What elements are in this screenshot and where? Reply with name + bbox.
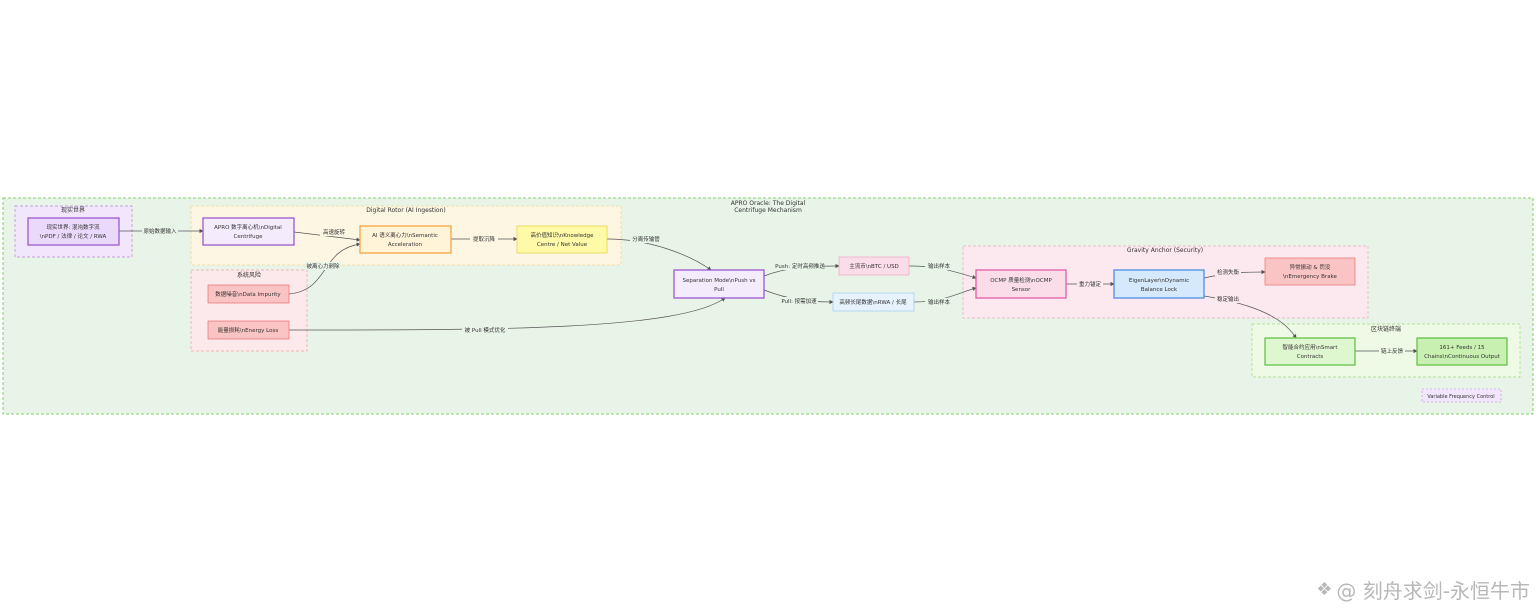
- group-anchor-label: Gravity Anchor (Security): [1127, 247, 1203, 254]
- node-feeds-line2: Chains\nContinuous Output: [1424, 354, 1501, 360]
- node-centrifuge-line2: Centrifuge: [234, 234, 264, 240]
- node-smart-line1: 智能合约应用\nSmart: [1283, 343, 1339, 351]
- node-semantic-line1: AI 语义离心力\nSemantic: [372, 231, 438, 239]
- edge-label-separation-pipe: 分离传输管: [632, 235, 660, 243]
- edge-label-gravity-lock: 重力锚定: [1079, 280, 1102, 288]
- node-separation-line1: Separation Mode\nPush vs: [683, 278, 756, 284]
- node-centrifuge-line1: APRO 数字离心机\nDigital: [214, 223, 282, 231]
- node-eigenlayer-lock[interactable]: EigenLayer\nDynamic Balance Lock: [1113, 269, 1205, 299]
- node-separation-line2: Pull: [714, 287, 724, 293]
- edge-label-stable-output: 稳定输出: [1217, 295, 1239, 303]
- node-smart-line2: Contracts: [1297, 354, 1324, 360]
- node-physical-world[interactable]: 现实世界: 混沌数字流 \nPDF / 法律 / 论文 / RWA: [27, 217, 120, 246]
- node-energy-line1: 能量损耗\nEnergy Loss: [218, 326, 279, 334]
- node-knowledge-line2: Centre / Net Value: [537, 242, 588, 248]
- node-eigen-line2: Balance Lock: [1141, 287, 1178, 293]
- node-physical-line2: \nPDF / 法律 / 论文 / RWA: [40, 232, 107, 240]
- group-rotor-label: Digital Rotor (AI Ingestion): [366, 207, 446, 214]
- edge-label-extract: 提取沉降: [473, 235, 496, 243]
- node-energy-loss[interactable]: 能量损耗\nEnergy Loss: [207, 320, 290, 340]
- node-impurity-line1: 数据噪音\nData Impurity: [215, 290, 281, 298]
- node-ocmp-line1: OCMP 质量检测\nOCMP: [990, 276, 1052, 284]
- node-eigen-line1: EigenLayer\nDynamic: [1129, 278, 1189, 284]
- node-knowledge-line1: 高价值知识\nKnowledge: [530, 231, 594, 239]
- node-feeds-output[interactable]: 161+ Feeds / 15 Chains\nContinuous Outpu…: [1416, 337, 1508, 366]
- node-feeds-line1: 161+ Feeds / 15: [1439, 345, 1485, 351]
- node-pull-line1: 高频长尾数据\nRWA / 长尾: [839, 298, 907, 306]
- node-emergency-line2: \nEmergency Brake: [1283, 274, 1338, 280]
- edge-label-onchain-feedback: 链上反馈: [1381, 347, 1404, 355]
- watermark: ❖ @ 刻舟求剑-永恒牛市: [1316, 575, 1530, 604]
- node-ocmp-line2: Sensor: [1012, 287, 1032, 293]
- node-ocmp-sensor[interactable]: OCMP 质量检测\nOCMP Sensor: [975, 269, 1067, 299]
- edge-label-output-sample-1: 输出样本: [928, 262, 951, 270]
- group-chain-label: 区块链终端: [1371, 325, 1401, 333]
- edge-label-stripped: 被离心力剥除: [306, 262, 340, 270]
- node-semantic-line2: Acceleration: [388, 242, 423, 248]
- node-pull-target[interactable]: 高频长尾数据\nRWA / 长尾: [832, 292, 915, 312]
- outer-title-line1: APRO Oracle: The Digital: [731, 200, 806, 207]
- edge-label-push: Push: 定时高频推送: [775, 262, 825, 270]
- edge-label-output-sample-2: 输出样本: [928, 298, 951, 306]
- edge-label-raw-input: 原始数据输入: [143, 227, 177, 235]
- legend-variable-frequency: Variable Frequency Control: [1421, 388, 1502, 403]
- watermark-text: @ 刻舟求剑-永恒牛市: [1336, 579, 1530, 603]
- diamond-logo-icon: ❖: [1316, 579, 1333, 600]
- node-knowledge-centre[interactable]: 高价值知识\nKnowledge Centre / Net Value: [516, 225, 608, 254]
- node-data-impurity[interactable]: 数据噪音\nData Impurity: [207, 284, 290, 304]
- node-semantic-acceleration[interactable]: AI 语义离心力\nSemantic Acceleration: [359, 225, 452, 254]
- outer-title-line2: Centrifuge Mechanism: [734, 207, 802, 214]
- node-emergency-line1: 异常振动 & 罚没: [1290, 263, 1331, 271]
- edge-label-pull: Pull: 按需加速: [781, 297, 817, 305]
- edge-label-imbalance: 检测失衡: [1217, 268, 1240, 276]
- node-push-line1: 主流币\nBTC / USD: [849, 262, 899, 270]
- node-digital-centrifuge[interactable]: APRO 数字离心机\nDigital Centrifuge: [202, 217, 295, 246]
- legend-label: Variable Frequency Control: [1427, 394, 1494, 400]
- group-physical-label: 现实世界: [61, 206, 85, 214]
- edge-label-high-spin: 高速旋转: [323, 228, 346, 236]
- group-risk-label: 系统风险: [237, 271, 261, 279]
- node-push-target[interactable]: 主流币\nBTC / USD: [838, 256, 910, 276]
- node-emergency-brake[interactable]: 异常振动 & 罚没 \nEmergency Brake: [1264, 257, 1356, 286]
- edge-label-pull-optimized: 被 Pull 模式优化: [465, 326, 506, 334]
- node-separation-mode[interactable]: Separation Mode\nPush vs Pull: [673, 269, 765, 299]
- node-physical-line1: 现实世界: 混沌数字流: [46, 223, 100, 231]
- node-smart-contracts[interactable]: 智能合约应用\nSmart Contracts: [1264, 337, 1356, 366]
